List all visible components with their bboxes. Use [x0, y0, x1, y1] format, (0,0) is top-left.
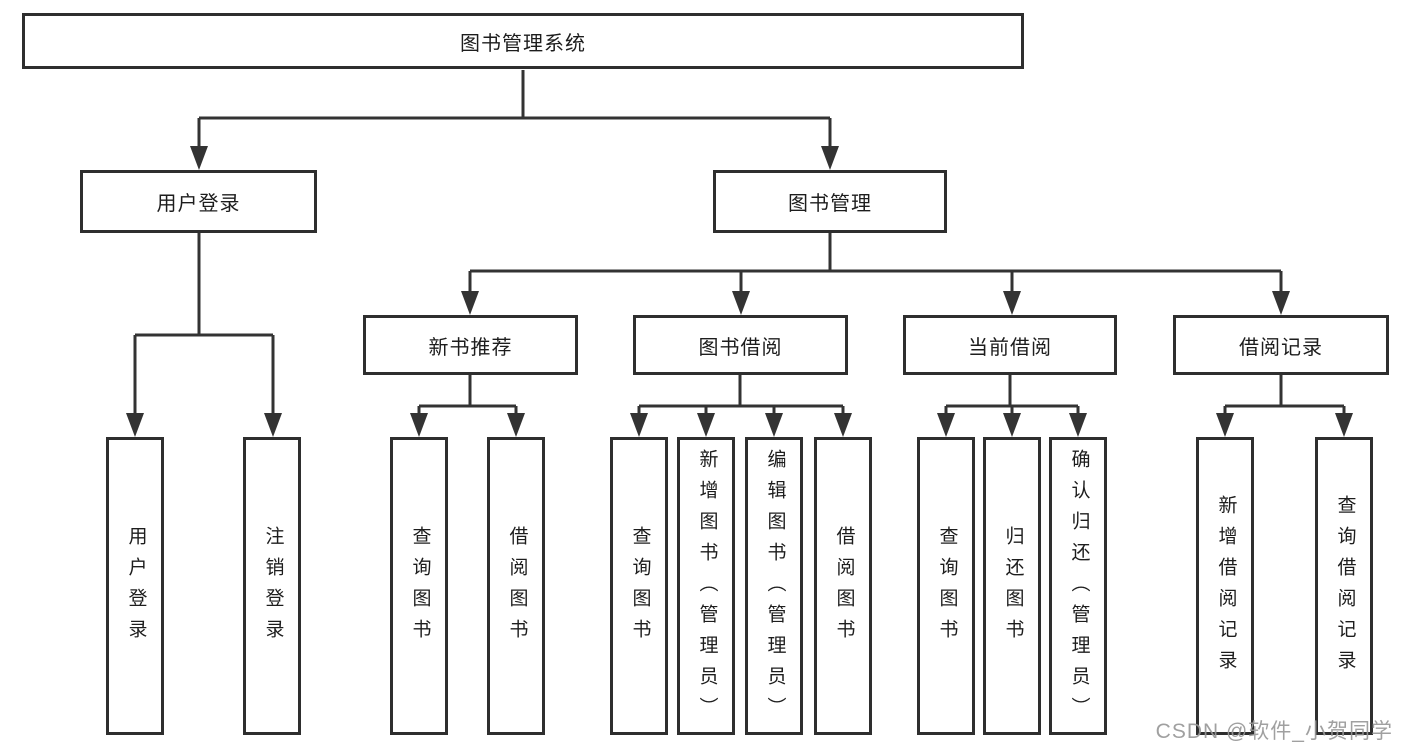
leaf-borrow-book: 借阅图书	[814, 437, 872, 735]
node-user-login: 用户登录	[80, 170, 317, 233]
leaf-recommend-query-book: 查询图书	[390, 437, 448, 735]
leaf-query-borrow-record: 查询借阅记录	[1315, 437, 1373, 735]
leaf-add-borrow-record: 新增借阅记录	[1196, 437, 1254, 735]
leaf-borrow-query-book: 查询图书	[610, 437, 668, 735]
node-borrow-record: 借阅记录	[1173, 315, 1389, 375]
node-new-book-recommend: 新书推荐	[363, 315, 578, 375]
node-current-borrow: 当前借阅	[903, 315, 1117, 375]
leaf-recommend-borrow-book: 借阅图书	[487, 437, 545, 735]
node-book-borrow: 图书借阅	[633, 315, 848, 375]
leaf-confirm-return-admin: 确认归还（管理员）	[1049, 437, 1107, 735]
node-book-management: 图书管理	[713, 170, 947, 233]
csdn-watermark: CSDN @软件_小贺同学	[1155, 720, 1393, 743]
leaf-user-login: 用户登录	[106, 437, 164, 735]
leaf-current-query-book: 查询图书	[917, 437, 975, 735]
arrowheads	[126, 146, 1353, 437]
leaf-add-book-admin: 新增图书（管理员）	[677, 437, 735, 735]
leaf-edit-book-admin: 编辑图书（管理员）	[745, 437, 803, 735]
node-library-management-system: 图书管理系统	[22, 13, 1024, 69]
leaf-logout: 注销登录	[243, 437, 301, 735]
leaf-return-book: 归还图书	[983, 437, 1041, 735]
